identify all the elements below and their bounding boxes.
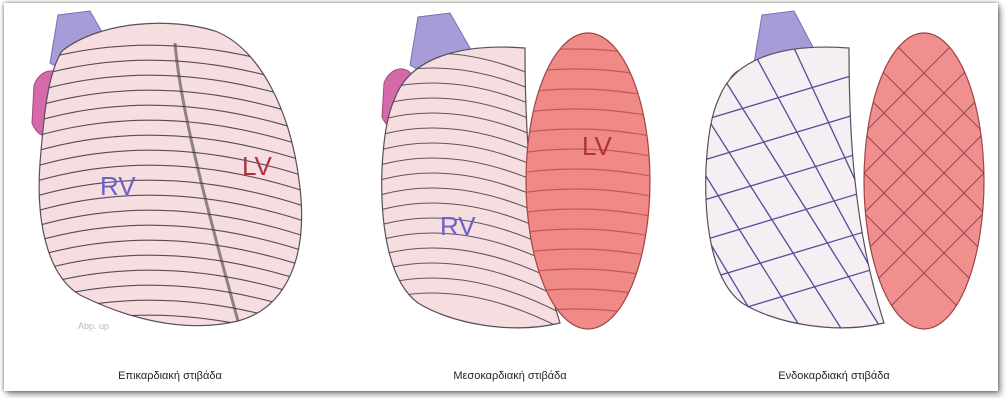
caption-midmyocardial: Μεσοκαρδιακή στιβάδα bbox=[350, 370, 670, 382]
left-ventricle bbox=[526, 33, 650, 329]
heart-endocardial-illustration bbox=[674, 3, 994, 363]
left-ventricle bbox=[864, 33, 984, 329]
lv-label: LV bbox=[242, 151, 273, 181]
caption-endocardial: Ενδοκαρδιακή στιβάδα bbox=[674, 370, 994, 382]
faint-annotation: Abp. up bbox=[78, 321, 109, 331]
rv-label: RV bbox=[440, 211, 476, 241]
panel-endocardial: Ενδοκαρδιακή στιβάδα bbox=[674, 3, 994, 391]
lv-label: LV bbox=[582, 131, 613, 161]
rv-label: RV bbox=[100, 171, 136, 201]
figure-frame: RV LV Abp. up Επικαρδιακή στιβάδα bbox=[4, 3, 998, 391]
panel-midmyocardial: RV LV Μεσοκαρδιακή στιβάδα bbox=[350, 3, 670, 391]
panel-epicardial: RV LV Abp. up Επικαρδιακή στιβάδα bbox=[10, 3, 330, 391]
right-ventricle bbox=[706, 47, 884, 328]
heart-midmyocardial-illustration: RV LV bbox=[350, 3, 670, 363]
caption-epicardial: Επικαρδιακή στιβάδα bbox=[10, 370, 330, 382]
heart-epicardial-illustration: RV LV bbox=[10, 3, 330, 363]
